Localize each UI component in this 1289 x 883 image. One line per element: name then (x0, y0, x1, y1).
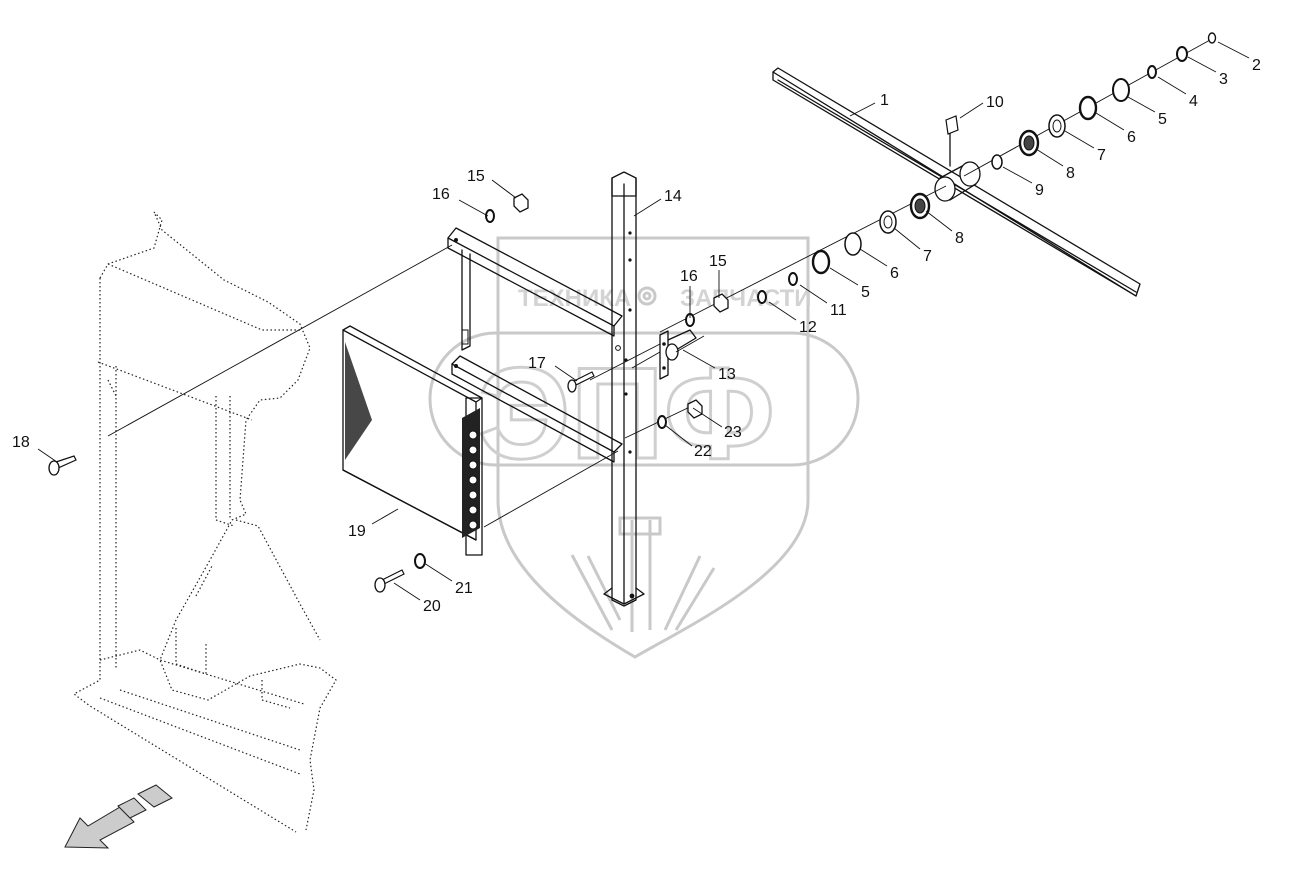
callout-leader-c20 (393, 582, 421, 601)
callout-label-c1: 1 (880, 92, 889, 109)
hub (934, 115, 981, 202)
callout-label-c5b: 5 (861, 284, 870, 301)
watermark-shield (496, 236, 810, 659)
callout-leader-c16 (458, 199, 489, 217)
callout-label-c7: 7 (1097, 147, 1106, 164)
callout-leader-c8b (925, 210, 953, 232)
direction-arrow-icon (64, 784, 173, 849)
callout-leader-c4 (1157, 76, 1187, 95)
callout-leader-c5b (829, 267, 859, 286)
watermark-band (428, 331, 860, 467)
callout-label-c21: 21 (455, 580, 473, 597)
beam (772, 67, 1141, 297)
callout-leader-c6b (859, 248, 888, 267)
machine-frame (72, 211, 337, 833)
callout-leader-c13 (682, 349, 716, 369)
shaft-support (659, 329, 697, 380)
radiator-cooler (107, 244, 619, 556)
callout-label-c5: 5 (1158, 111, 1167, 128)
callout-leader-c10 (959, 102, 984, 119)
watermark-gear-icon (637, 286, 657, 306)
callout-label-c16b: 16 (680, 268, 698, 285)
callout-leader-c14 (633, 198, 662, 217)
watermark-wheat-icon (570, 516, 716, 632)
washer-stack-upper (991, 32, 1217, 170)
callout-label-c8b: 8 (955, 230, 964, 247)
callout-label-c16: 16 (432, 186, 450, 203)
callout-leader-c6 (1095, 112, 1125, 131)
callout-leader-c9 (1002, 166, 1033, 184)
watermark-logo-text: ЭПФ (478, 340, 775, 486)
watermark: ТЕХНИКА ЗАПЧАСТИ ЭПФ (428, 236, 860, 659)
callout-label-c4: 4 (1189, 93, 1198, 110)
callout-label-c22: 22 (694, 443, 712, 460)
callout-label-c6: 6 (1127, 129, 1136, 146)
callout-leader-c5 (1127, 96, 1156, 113)
mounting-bracket (447, 227, 623, 463)
callout-leader-c17 (554, 365, 578, 382)
vertical-post (603, 171, 645, 607)
callout-label-c15: 15 (467, 168, 485, 185)
callout-label-c17: 17 (528, 355, 546, 372)
watermark-text-right: ЗАПЧАСТИ (680, 285, 812, 312)
callout-label-c13: 13 (718, 366, 736, 383)
watermark-text-left: ТЕХНИКА (518, 285, 631, 312)
axis-lines (589, 39, 1211, 439)
callout-label-c18: 18 (12, 434, 30, 451)
callout-label-c14: 14 (664, 188, 682, 205)
callout-leader-c7b (893, 227, 921, 250)
callout-label-c23: 23 (724, 424, 742, 441)
callout-label-c9: 9 (1035, 182, 1044, 199)
callout-label-c15b: 15 (709, 253, 727, 270)
callout-leader-c21 (423, 562, 453, 582)
callout-leader-c23 (692, 407, 723, 428)
callout-leader-c15 (491, 179, 517, 199)
washer-stack-lower (757, 192, 931, 304)
callout-label-c3: 3 (1219, 71, 1228, 88)
callout-labels: 1234567891087651112131415161516171819202… (12, 41, 1261, 615)
callout-label-c8: 8 (1066, 165, 1075, 182)
callout-leader-c18 (37, 448, 58, 463)
callout-leader-c11 (799, 284, 828, 304)
callout-label-c2: 2 (1252, 57, 1261, 74)
callout-leader-c12 (768, 301, 797, 321)
callout-label-c11: 11 (830, 302, 847, 319)
callout-leader-c2 (1217, 41, 1250, 59)
callout-leader-c8 (1035, 148, 1064, 167)
callout-label-c7b: 7 (923, 248, 932, 265)
callout-leader-c3 (1187, 56, 1217, 73)
callout-label-c6b: 6 (890, 265, 899, 282)
callout-label-c19: 19 (348, 523, 366, 540)
callout-label-c10: 10 (986, 94, 1004, 111)
callout-label-c12: 12 (799, 319, 817, 336)
callout-leader-c7 (1064, 130, 1095, 149)
callout-leader-c19 (371, 508, 399, 525)
callout-label-c20: 20 (423, 598, 441, 615)
callout-leader-c1 (849, 102, 876, 117)
callout-leader-c22 (664, 424, 693, 447)
